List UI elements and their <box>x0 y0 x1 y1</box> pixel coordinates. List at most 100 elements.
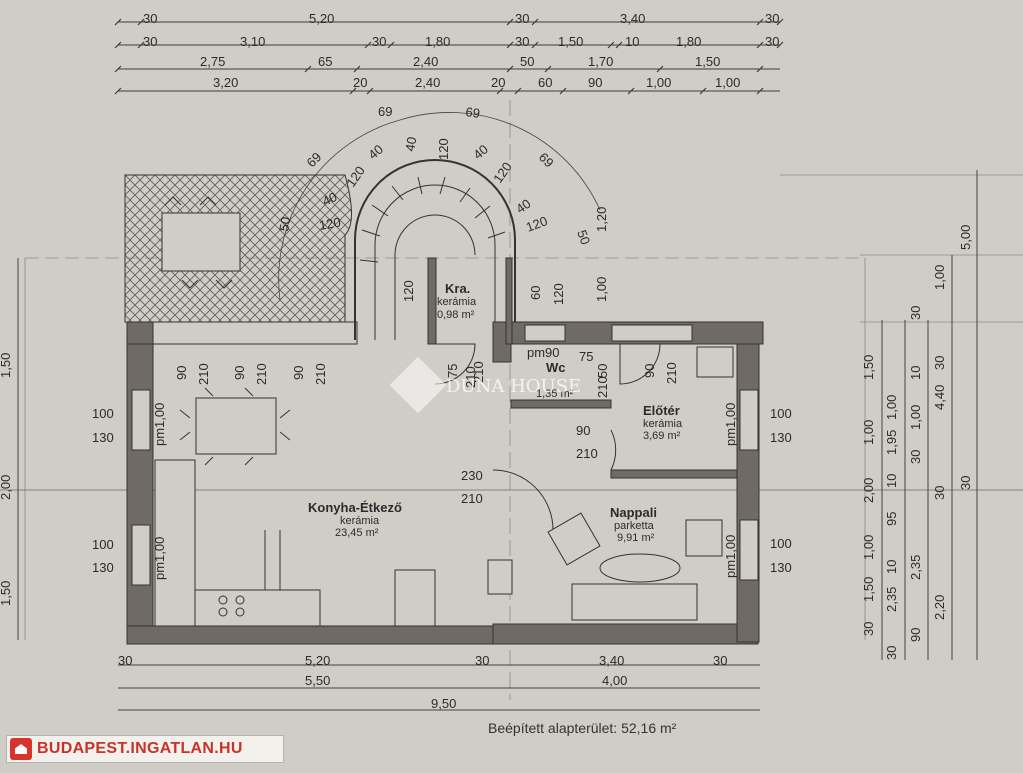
dim-right-21: 30 <box>932 486 947 500</box>
stair-dim-15: 50 <box>574 228 593 247</box>
opening-31: 1,00 <box>594 277 609 302</box>
room-nappali-name: Nappali <box>610 505 657 520</box>
dim-top-4-d: 20 <box>491 75 505 90</box>
dim-top-1-a: 30 <box>143 11 157 26</box>
room-konyha-name: Konyha-Étkező <box>308 500 402 515</box>
top-dimension-labels: 30 5,20 30 3,40 30 30 3,10 30 1,80 30 1,… <box>143 11 779 90</box>
site-logo[interactable]: BUDAPEST.INGATLAN.HU <box>6 735 284 763</box>
opening-28: 210 <box>595 376 610 398</box>
opening-26: 75 <box>579 349 593 364</box>
opening-20: 130 <box>770 430 792 445</box>
dim-right-8: 1,00 <box>884 395 899 420</box>
room-kamra-floor: kerámia <box>437 296 477 308</box>
site-logo-text: BUDAPEST.INGATLAN.HU <box>37 740 243 757</box>
dim-top-1-d: 3,40 <box>620 11 645 26</box>
built-area-label: Beépített alapterület: 52,16 m² <box>488 720 677 736</box>
room-nappali-floor: parketta <box>614 520 655 532</box>
dim-right-13: 2,35 <box>884 587 899 612</box>
dim-top-4-f: 90 <box>588 75 602 90</box>
dim-right-15: 1,00 <box>908 405 923 430</box>
dim-right-16: 30 <box>908 450 923 464</box>
room-wc-name: Wc <box>546 360 566 375</box>
dim-right-14: 10 <box>908 366 923 380</box>
opening-19: 100 <box>770 406 792 421</box>
dim-right-26: 30 <box>884 646 899 660</box>
bottom-dimension-lines <box>118 664 760 711</box>
right-dimension-labels: 1,501,002,001,001,5030301,001,951095102,… <box>861 225 973 660</box>
dim-top-2-b: 3,10 <box>240 34 265 49</box>
living-furniture <box>394 346 734 627</box>
dim-top-4-a: 3,20 <box>213 75 238 90</box>
opening-18: 210 <box>576 446 598 461</box>
opening-1: 90 <box>174 366 189 380</box>
stair-dim-6: 40 <box>402 136 419 153</box>
dim-right-1: 1,50 <box>861 355 876 380</box>
opening-16: 210 <box>461 491 483 506</box>
opening-33: 210 <box>664 362 679 384</box>
dim-bottom-1-a: 30 <box>118 653 132 668</box>
dim-top-3-b: 65 <box>318 54 332 69</box>
room-konyha-area: 23,45 m² <box>335 527 379 539</box>
stair-dim-13: 40 <box>513 196 533 217</box>
dim-right-7: 30 <box>861 622 876 636</box>
room-eloter-floor: kerámia <box>643 418 683 430</box>
dim-top-1-e: 30 <box>765 11 779 26</box>
left-dimensions: 1,50 2,00 1,50 <box>0 258 19 640</box>
dim-bottom-1-c: 30 <box>475 653 489 668</box>
opening-35: 210 <box>463 366 478 388</box>
dim-right-9: 1,95 <box>884 430 899 455</box>
opening-12: 130 <box>92 560 114 575</box>
room-konyha-floor: kerámia <box>340 515 380 527</box>
dim-top-2-e: 30 <box>515 34 529 49</box>
opening-17: 90 <box>576 423 590 438</box>
opening-23: pm1,00 <box>723 403 738 446</box>
window-openings <box>131 324 759 586</box>
dim-top-1-c: 30 <box>515 11 529 26</box>
room-eloter-name: Előtér <box>643 403 680 418</box>
spiral-staircase <box>278 112 601 340</box>
dim-bottom-1-e: 30 <box>713 653 727 668</box>
opening-9: 100 <box>92 406 114 421</box>
dim-right-25: 30 <box>958 476 973 490</box>
room-eloter-area: 3,69 m² <box>643 430 681 442</box>
dim-right-20: 4,40 <box>932 385 947 410</box>
opening-15: 230 <box>461 468 483 483</box>
dim-top-2-g: 10 <box>625 34 639 49</box>
opening-2: 210 <box>196 363 211 385</box>
dim-right-23: 2,20 <box>932 595 947 620</box>
stair-dim-10: 120 <box>436 138 451 160</box>
opening-27: 50 <box>595 364 610 378</box>
house-icon <box>10 738 32 760</box>
room-wc-area: 1,35 m² <box>536 388 574 400</box>
dim-top-2-f: 1,50 <box>558 34 583 49</box>
kitchen-counter <box>154 459 321 627</box>
opening-dimensions: 90 210 90 210 90 210 75 210 100 130 100 … <box>92 277 792 580</box>
dim-top-2-a: 30 <box>143 34 157 49</box>
watermark-text: DUNA HOUSE <box>446 376 581 397</box>
dim-top-2-i: 30 <box>765 34 779 49</box>
dim-bottom-3-a: 9,50 <box>431 696 456 711</box>
room-kamra-area: 0,98 m² <box>437 309 475 321</box>
opening-25: pm90 <box>527 345 560 360</box>
left-dim-3: 1,50 <box>0 581 13 606</box>
dim-right-17: 2,35 <box>908 555 923 580</box>
top-dimension-lines <box>118 21 780 92</box>
opening-3: 90 <box>232 366 247 380</box>
room-kamra-name: Kra. <box>445 281 470 296</box>
left-dim-1: 1,50 <box>0 353 13 378</box>
opening-11: 100 <box>92 537 114 552</box>
interior-walls <box>427 257 738 479</box>
top-dimension-ticks <box>114 18 784 95</box>
dim-bottom-1-d: 3,40 <box>599 653 624 668</box>
dim-right-2: 1,00 <box>861 420 876 445</box>
dim-right-6: 30 <box>908 306 923 320</box>
opening-30: 120 <box>551 283 566 305</box>
opening-32: 90 <box>642 364 657 378</box>
stair-dim-2: 69 <box>465 104 481 121</box>
opening-22: 130 <box>770 560 792 575</box>
opening-7: 75 <box>445 364 460 378</box>
opening-10: 130 <box>92 430 114 445</box>
dim-right-12: 10 <box>884 560 899 574</box>
